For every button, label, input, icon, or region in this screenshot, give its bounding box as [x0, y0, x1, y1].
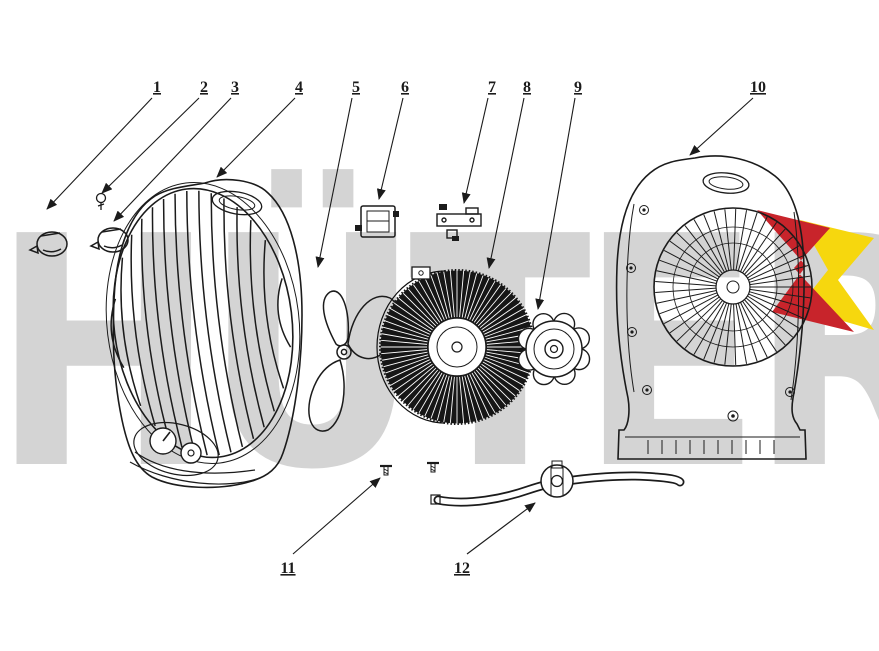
rear-grille [653, 207, 813, 367]
part-label-11: 11 [280, 560, 295, 577]
part-rear-housing-10 [615, 155, 813, 460]
part-front-housing-4 [105, 178, 303, 489]
cord-end-connector [430, 494, 441, 505]
part-label-7: 7 [488, 79, 496, 96]
part-label-6: 6 [401, 79, 409, 96]
heater-coil-lines [380, 270, 534, 424]
leader-line-6 [376, 97, 404, 200]
leader-line-12 [466, 502, 536, 555]
rear-handle-cutout [702, 172, 750, 194]
leader-line-7 [461, 97, 489, 204]
part-label-10: 10 [750, 79, 766, 96]
rear-grille-lines [655, 209, 811, 365]
rear-base-slots [647, 440, 775, 454]
part-knob-3 [89, 227, 129, 253]
part-label-3: 3 [231, 79, 239, 96]
part-motor-9 [490, 312, 591, 386]
part-screws-11 [380, 461, 439, 476]
part-label-8: 8 [523, 79, 531, 96]
leader-line-1 [46, 97, 153, 210]
leader-line-3 [113, 97, 232, 222]
part-label-5: 5 [352, 79, 360, 96]
front-grille-rim [105, 182, 301, 464]
leader-line-5 [315, 97, 353, 268]
part-label-9: 9 [574, 79, 582, 96]
front-control-panel [133, 422, 219, 476]
part-thermostat-7 [436, 204, 482, 241]
part-label-2: 2 [200, 79, 208, 96]
leader-lines [46, 97, 754, 555]
leader-line-11 [292, 477, 381, 555]
front-grille-slats [110, 190, 292, 456]
leader-line-8 [486, 97, 525, 269]
part-knob-1 [28, 231, 68, 257]
rear-screw-bosses [626, 205, 795, 422]
part-label-1: 1 [153, 79, 161, 96]
part-label-4: 4 [295, 79, 303, 96]
leader-line-10 [689, 97, 754, 156]
part-knob-screw-2 [95, 192, 107, 210]
brand-logo-mark [757, 210, 874, 332]
part-heating-element-8 [376, 266, 535, 425]
cord-grommet [540, 460, 574, 498]
part-switch-6 [355, 205, 399, 238]
part-labels: 1 2 3 4 5 6 7 8 9 10 11 12 [153, 79, 766, 577]
part-label-12: 12 [454, 560, 470, 577]
part-power-cord-12 [430, 460, 685, 507]
front-handle-cutout [211, 190, 263, 216]
logo-red-shape [757, 210, 854, 332]
leader-line-9 [535, 97, 576, 310]
leader-line-2 [101, 97, 200, 194]
leader-line-4 [216, 97, 296, 178]
